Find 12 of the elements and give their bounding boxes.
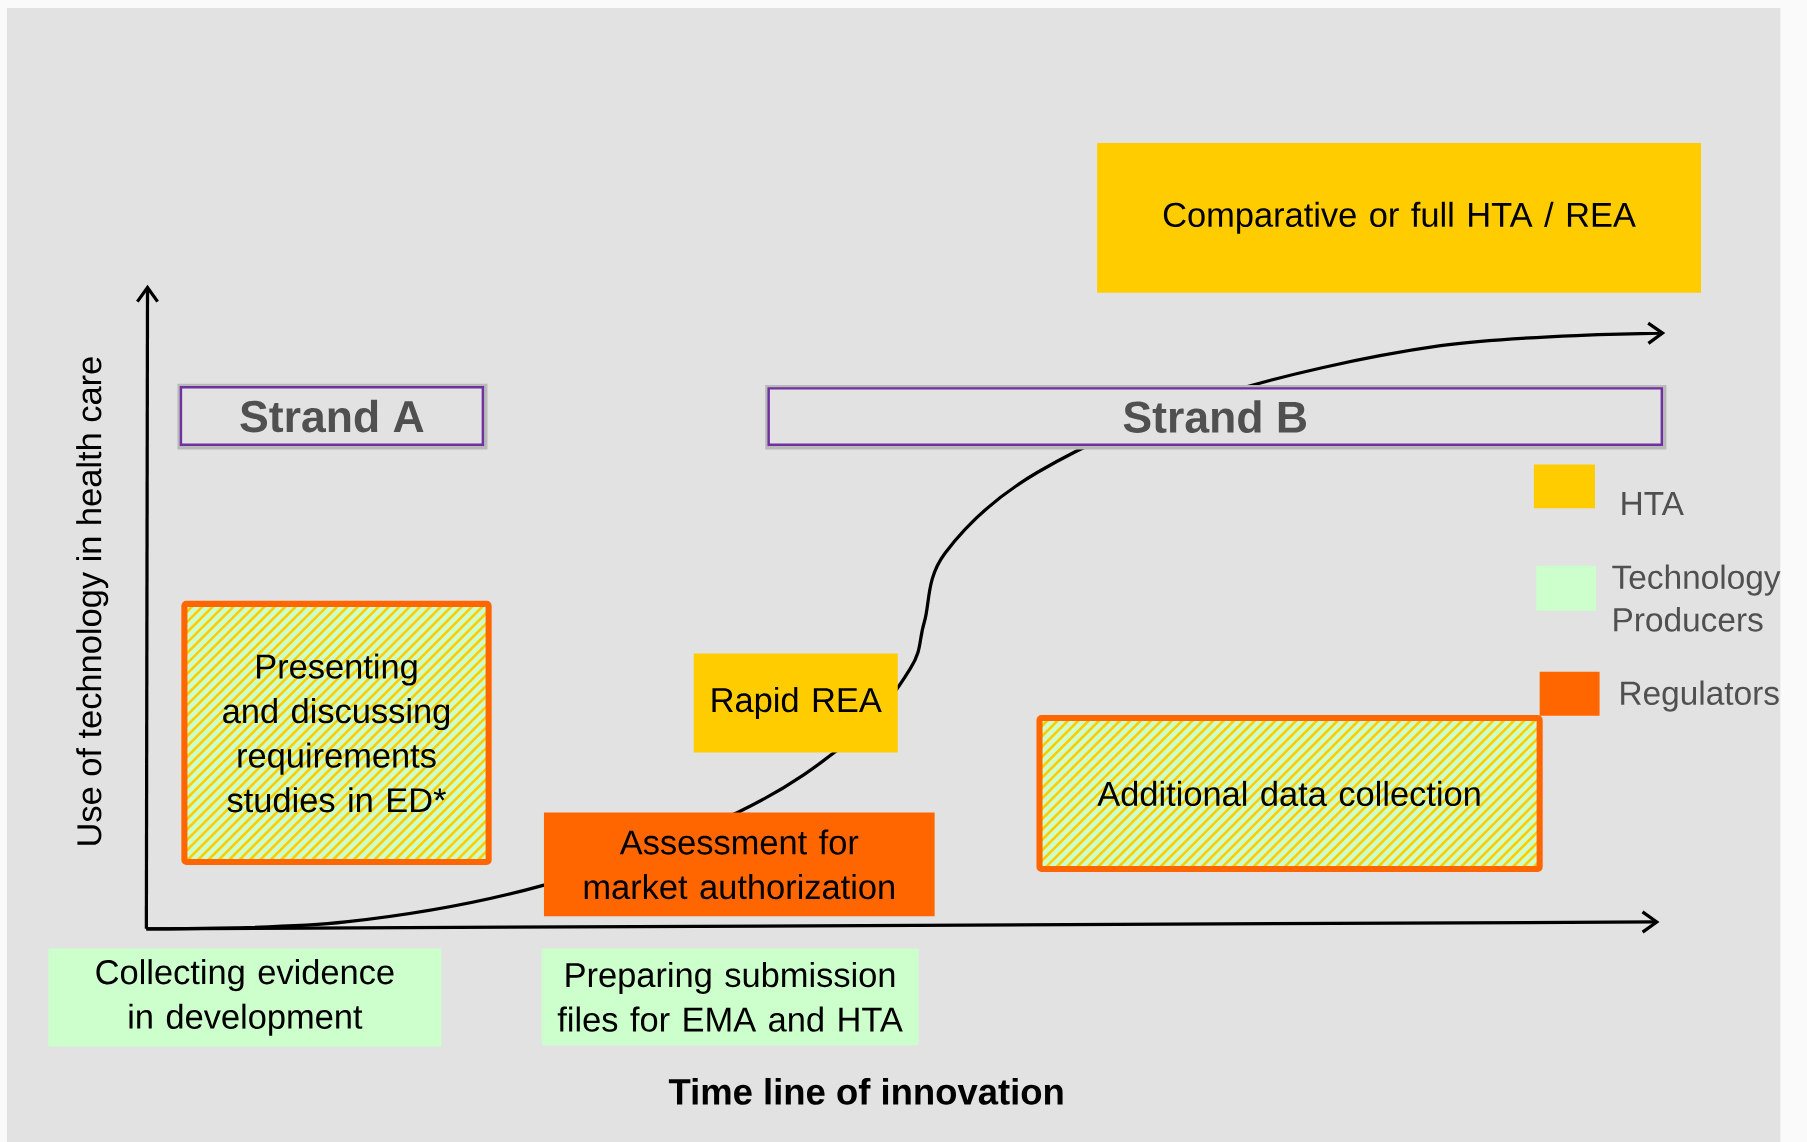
legend-label: Technology Producers	[1612, 564, 1781, 632]
process-box: Collecting evidence in development	[48, 948, 442, 1047]
process-box: Assessment for market authorization	[543, 812, 935, 917]
axis-label: Use of technology in health care	[76, 357, 109, 845]
axis-label: Time line of innovation	[668, 1077, 1063, 1105]
strand-box: Strand A	[177, 383, 488, 450]
legend-label: Regulators	[1621, 680, 1779, 712]
process-box: Comparative or full HTA / REA	[1097, 142, 1701, 293]
process-box: Rapid REA	[693, 653, 898, 753]
legend-label: HTA	[1622, 492, 1684, 516]
process-box: Preparing submission files for EMA and HTA	[541, 948, 919, 1046]
strand-box: Strand B	[765, 384, 1667, 450]
